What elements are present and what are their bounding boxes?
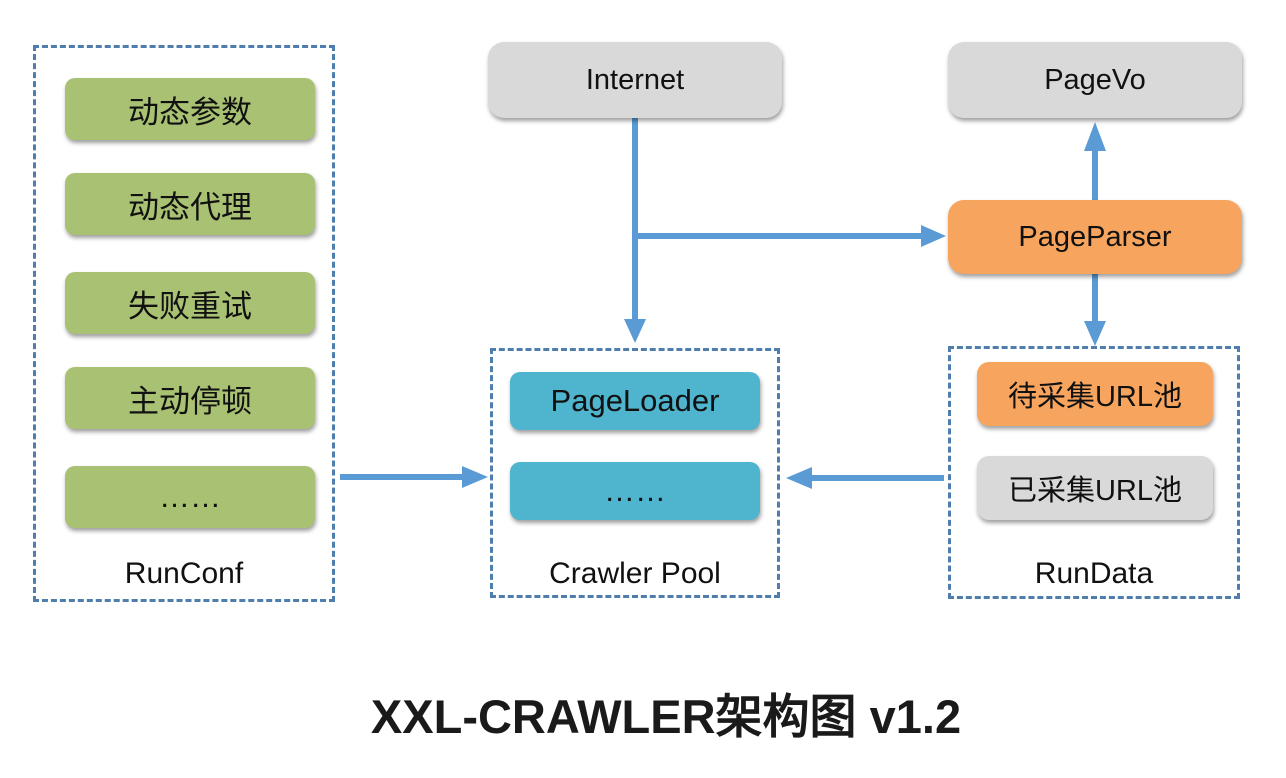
group-crawler-pool <box>490 348 780 598</box>
diagram-title: XXL-CRAWLER架构图 v1.2 <box>370 690 962 743</box>
node-pagevo: PageVo <box>948 42 1242 118</box>
arrow-internet-to-crawler-pool <box>624 112 646 343</box>
runconf-item-ellipsis: …… <box>65 466 315 528</box>
arrow-pageparser-to-pagevo <box>1084 122 1106 200</box>
rundata-item-collected-url-pool: 已采集URL池 <box>977 456 1213 520</box>
arrow-pageparser-to-rundata <box>1084 272 1106 346</box>
group-label-runconf: RunConf <box>124 557 244 590</box>
runconf-item-active-pause: 主动停顿 <box>65 367 315 429</box>
node-internet: Internet <box>488 42 782 118</box>
group-runconf <box>33 45 335 602</box>
runconf-item-dynamic-params: 动态参数 <box>65 78 315 140</box>
arrow-internet-to-pageparser <box>632 225 946 247</box>
rundata-item-pending-url-pool: 待采集URL池 <box>977 362 1213 426</box>
group-label-crawler-pool: Crawler Pool <box>549 557 721 590</box>
arrow-runconf-to-crawler-pool <box>340 466 488 488</box>
group-rundata <box>948 346 1240 599</box>
runconf-item-dynamic-proxy: 动态代理 <box>65 173 315 235</box>
crawler-pool-item-pageloader: PageLoader <box>510 372 760 430</box>
runconf-item-fail-retry: 失败重试 <box>65 272 315 334</box>
group-label-rundata: RunData <box>1034 557 1154 590</box>
crawler-pool-item-ellipsis: …… <box>510 462 760 520</box>
arrow-rundata-to-crawler-pool <box>786 467 944 489</box>
node-pageparser: PageParser <box>948 200 1242 274</box>
